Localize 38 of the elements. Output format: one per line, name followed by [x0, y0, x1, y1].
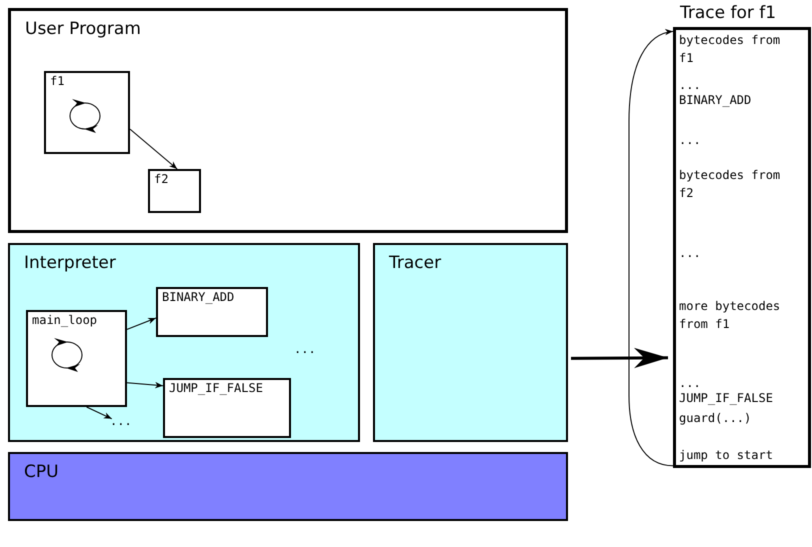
function-name: f1 — [50, 74, 64, 89]
loop-box — [26, 310, 127, 407]
function-name: main_loop — [32, 313, 98, 328]
trace-line: ... — [679, 77, 702, 94]
trace-line: ... — [679, 132, 702, 149]
arrow — [130, 128, 178, 170]
trace-line: JUMP_IF_FALSE — [679, 390, 774, 407]
panel-title: User Program — [25, 19, 141, 40]
ellipsis: ... — [110, 414, 132, 429]
opcode-box — [156, 287, 268, 337]
trace-line: jump to start — [679, 447, 774, 464]
trace-line: bytecodes from f1 — [679, 32, 782, 67]
function-name: BINARY_ADD — [162, 290, 234, 305]
arrow — [86, 406, 112, 420]
tracer-panel — [373, 243, 568, 442]
trace-line: ... — [679, 245, 702, 262]
opcode-box — [163, 378, 291, 438]
cpu-panel — [8, 452, 568, 521]
arrow — [126, 318, 156, 330]
function-box — [148, 169, 201, 213]
program-panel — [8, 8, 568, 233]
interpreter-panel — [8, 243, 360, 442]
trace-line: bytecodes from f2 — [679, 167, 782, 202]
ellipsis: ... — [294, 342, 316, 357]
trace-line: BINARY_ADD — [679, 92, 752, 109]
trace-heading: Trace for f1 — [680, 3, 776, 24]
panel-title: CPU — [24, 462, 59, 484]
trace-line: guard(...) — [679, 410, 752, 427]
arrow — [628, 30, 674, 466]
function-name: JUMP_IF_FALSE — [169, 381, 263, 396]
arrow — [126, 382, 164, 388]
function-box — [44, 71, 130, 154]
trace-line: ... — [679, 375, 702, 392]
panel-title: Interpreter — [24, 253, 116, 274]
trace-line: more bytecodes from f1 — [679, 298, 782, 333]
panel-title: Tracer — [389, 253, 442, 274]
arrow — [570, 348, 668, 368]
function-name: f2 — [154, 172, 168, 187]
